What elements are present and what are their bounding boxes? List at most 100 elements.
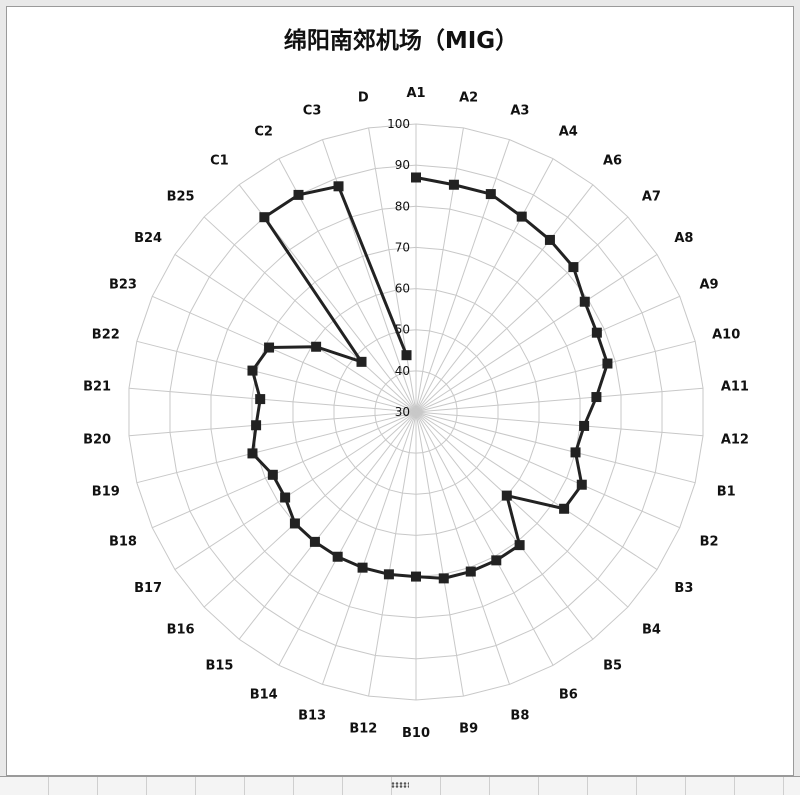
data-point	[438, 573, 449, 584]
category-label: B1	[717, 485, 736, 500]
r-tick-label: 40	[395, 364, 410, 378]
category-label: A12	[721, 432, 749, 447]
data-point	[602, 358, 613, 369]
data-point	[568, 262, 579, 273]
grid-spoke	[415, 411, 680, 529]
data-point	[576, 479, 587, 490]
category-label: B15	[205, 659, 233, 674]
data-point	[311, 341, 322, 352]
category-label: B8	[510, 709, 529, 724]
data-point	[485, 189, 496, 200]
grid-spoke	[415, 411, 594, 640]
grid-spoke	[415, 411, 658, 570]
category-label: B24	[134, 231, 162, 246]
data-point	[259, 212, 270, 223]
data-point	[383, 569, 394, 580]
data-point	[570, 447, 581, 458]
grid-spoke	[415, 216, 629, 413]
grid-spoke	[322, 411, 417, 685]
grid-spoke	[415, 127, 464, 413]
category-label: B22	[92, 327, 120, 342]
data-point	[293, 189, 304, 200]
category-label: B14	[250, 687, 278, 702]
data-point	[465, 566, 476, 577]
chart-title: 绵阳南郊机场（MIG）	[283, 28, 519, 54]
grid-spoke	[415, 387, 704, 413]
category-label: A3	[510, 103, 529, 118]
grid-spoke	[415, 254, 658, 413]
r-tick-label: 30	[395, 405, 410, 419]
grid-spoke	[278, 158, 417, 413]
grid-spoke	[415, 411, 629, 608]
category-label: A9	[699, 277, 718, 292]
sheet-bottom-bar	[0, 776, 800, 795]
category-label: B6	[559, 687, 578, 702]
data-point	[514, 540, 525, 551]
category-label: B18	[109, 535, 137, 550]
grid-spoke	[136, 340, 417, 413]
data-point	[591, 327, 602, 338]
grid-spoke	[128, 387, 417, 413]
data-point	[247, 365, 258, 376]
category-label: A1	[406, 86, 425, 101]
category-label: B20	[83, 432, 111, 447]
category-label: B10	[402, 726, 430, 741]
grid-spoke	[152, 411, 417, 529]
category-label: B25	[167, 189, 195, 204]
category-label: B9	[459, 722, 478, 737]
grid-spoke	[203, 216, 417, 413]
data-point	[267, 469, 278, 480]
category-label: C2	[254, 125, 273, 140]
grid-spoke	[174, 254, 417, 413]
data-point	[333, 181, 344, 192]
category-label: A10	[712, 327, 740, 342]
grid-spoke	[415, 411, 464, 697]
category-label: C3	[303, 103, 322, 118]
data-point	[491, 555, 502, 566]
data-point	[591, 392, 602, 403]
data-point	[264, 342, 275, 353]
data-point	[579, 420, 590, 431]
category-label: A7	[642, 189, 661, 204]
category-label: A4	[559, 125, 578, 140]
r-tick-label: 80	[395, 199, 410, 213]
grid-spoke	[152, 295, 417, 413]
category-label: A2	[459, 90, 478, 105]
grid-spoke	[415, 158, 554, 413]
category-label: D	[358, 90, 369, 105]
category-label: B2	[700, 535, 719, 550]
category-label: B13	[298, 709, 326, 724]
grid-spoke	[415, 295, 680, 413]
grid-spoke	[174, 411, 417, 570]
data-point	[247, 448, 258, 459]
data-point	[255, 394, 266, 405]
grid-spoke	[368, 411, 417, 697]
data-point	[289, 518, 300, 529]
resize-grip-icon[interactable]	[391, 782, 409, 788]
data-point	[280, 492, 291, 503]
grid-spoke	[415, 411, 704, 437]
data-point	[356, 356, 367, 367]
category-label: B23	[109, 277, 137, 292]
category-label: C1	[210, 153, 229, 168]
data-point	[501, 490, 512, 501]
category-label: A6	[603, 153, 622, 168]
grid-spoke	[415, 411, 696, 484]
category-label: B5	[603, 659, 622, 674]
category-label: B19	[92, 485, 120, 500]
r-tick-label: 70	[395, 240, 410, 254]
data-point	[309, 536, 320, 547]
grid-spoke	[415, 411, 554, 666]
category-label: B3	[674, 581, 693, 596]
data-point	[401, 350, 412, 361]
grid-spoke	[368, 127, 417, 413]
grid-spoke	[203, 411, 417, 608]
data-point	[516, 211, 527, 222]
grid-spoke	[415, 411, 510, 685]
category-label: A8	[674, 231, 693, 246]
data-point	[357, 562, 368, 573]
category-label: B16	[167, 623, 195, 638]
category-label: B17	[134, 581, 162, 596]
r-tick-label: 90	[395, 158, 410, 172]
